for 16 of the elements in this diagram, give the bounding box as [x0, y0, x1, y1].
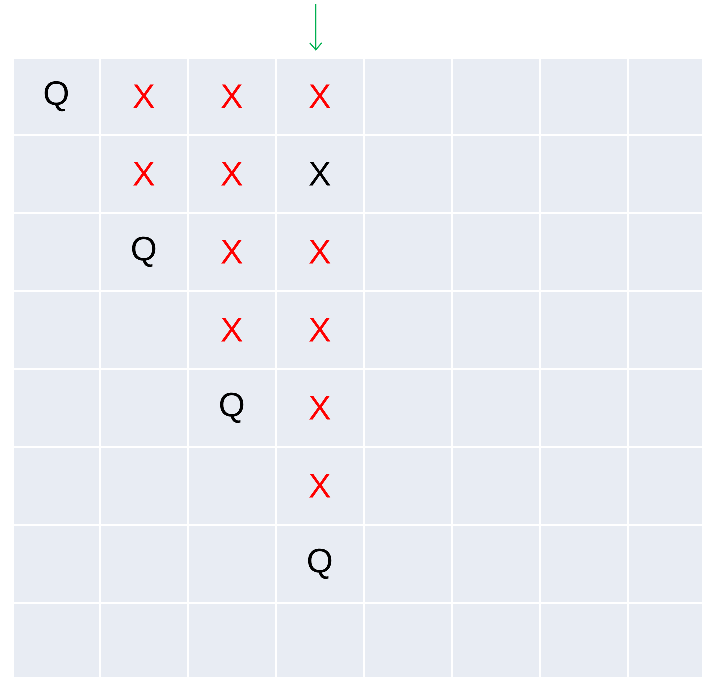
board-cell: Q	[14, 59, 99, 134]
board-cell: X	[277, 370, 363, 446]
board-cell: X	[101, 136, 187, 212]
board-cell: X	[189, 59, 275, 134]
board-cell: X	[277, 59, 363, 134]
board-cell: X	[277, 214, 363, 290]
board-cell: X	[189, 214, 275, 290]
board-cell: Q	[189, 370, 275, 446]
board-cell: X	[277, 448, 363, 524]
board-cell: Q	[277, 526, 363, 602]
board-cell: X	[277, 292, 363, 368]
board-cell: X	[189, 292, 275, 368]
board-cell: X	[189, 136, 275, 212]
board-cell: X	[277, 136, 363, 212]
board-cell: Q	[101, 214, 187, 290]
board-cell: X	[101, 59, 187, 134]
